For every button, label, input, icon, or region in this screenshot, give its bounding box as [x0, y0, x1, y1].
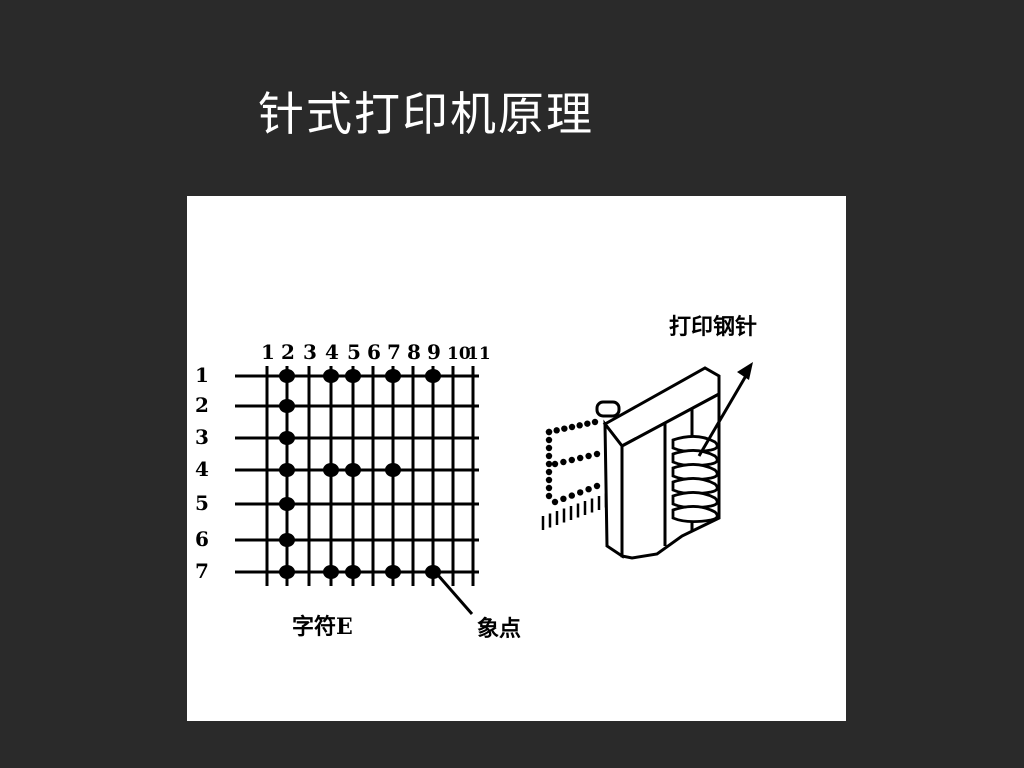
impression-dot	[545, 476, 553, 484]
column-number: 6	[367, 340, 381, 364]
impression-dot	[545, 444, 553, 452]
pin-arrow-head	[737, 362, 753, 380]
matrix-dot	[279, 565, 295, 579]
pin-label: 打印钢针	[669, 314, 757, 340]
column-number: 1	[261, 340, 275, 364]
matrix-dot	[323, 565, 339, 579]
column-number: 4	[325, 340, 339, 364]
matrix-dot	[345, 565, 361, 579]
impression-dot	[585, 452, 592, 460]
impression-dot	[560, 495, 567, 502]
matrix-dot	[385, 369, 401, 383]
row-number: 3	[195, 425, 209, 449]
matrix-dot	[279, 369, 295, 383]
impression-dot	[545, 460, 553, 468]
impression-dot	[568, 456, 575, 464]
matrix-dot	[345, 463, 361, 477]
impression-dot	[593, 450, 601, 458]
row-number: 4	[195, 457, 209, 481]
impression-dot	[545, 452, 553, 460]
row-number: 7	[195, 559, 209, 583]
impression-dot	[545, 484, 553, 492]
column-number: 7	[387, 340, 401, 364]
matrix-dot	[279, 399, 295, 413]
impression-dot	[568, 423, 576, 431]
column-number: 10	[447, 344, 471, 364]
matrix-dot	[345, 369, 361, 383]
print-head	[541, 362, 753, 560]
paper-impression-dots	[541, 418, 608, 530]
matrix-dot	[323, 463, 339, 477]
row-number: 1	[195, 363, 209, 387]
matrix-dot	[279, 533, 295, 547]
matrix-dot	[425, 369, 441, 383]
impression-dot	[551, 460, 559, 468]
character-dots	[279, 369, 441, 579]
row-number: 2	[195, 393, 209, 417]
matrix-dot	[323, 369, 339, 383]
column-number: 8	[407, 340, 421, 364]
head-front-face	[603, 419, 624, 559]
impression-dot	[577, 489, 584, 496]
impression-dot	[591, 418, 599, 426]
dot-pointer-line	[435, 573, 474, 615]
impression-dot	[545, 492, 553, 500]
column-number: 3	[303, 340, 317, 364]
slide-title: 针式打印机原理	[258, 87, 594, 141]
impression-dot	[577, 454, 584, 462]
row-number: 6	[195, 527, 209, 551]
character-label: 字符E	[292, 614, 353, 640]
impression-dot	[576, 422, 583, 429]
impression-dot	[545, 436, 553, 444]
matrix-dot	[385, 463, 401, 477]
pin-arrow-shaft	[697, 373, 749, 457]
row-number: 5	[195, 491, 209, 515]
pin-stub	[595, 400, 621, 418]
impression-dot	[593, 482, 601, 490]
matrix-dot	[279, 431, 295, 445]
dot-label: 象点	[477, 616, 521, 642]
matrix-dot	[279, 497, 295, 511]
column-number: 9	[427, 340, 441, 364]
impression-dot	[568, 492, 575, 499]
matrix-dot	[279, 463, 295, 477]
impression-dot	[560, 458, 567, 466]
coil-loop	[671, 505, 719, 523]
column-number: 5	[347, 340, 361, 364]
impression-dot	[545, 468, 553, 476]
column-number: 2	[281, 340, 295, 364]
impression-dot	[553, 427, 560, 434]
impression-dot	[561, 425, 568, 432]
impression-dot	[545, 428, 553, 436]
row-numbers: 1 2 3 4 5 6 7	[195, 363, 209, 583]
electromagnet-coil	[671, 435, 719, 523]
column-number: 11	[467, 344, 491, 364]
impression-dot	[585, 486, 592, 493]
impression-dot	[551, 498, 559, 506]
impression-dot	[584, 420, 591, 427]
matrix-dot	[385, 565, 401, 579]
